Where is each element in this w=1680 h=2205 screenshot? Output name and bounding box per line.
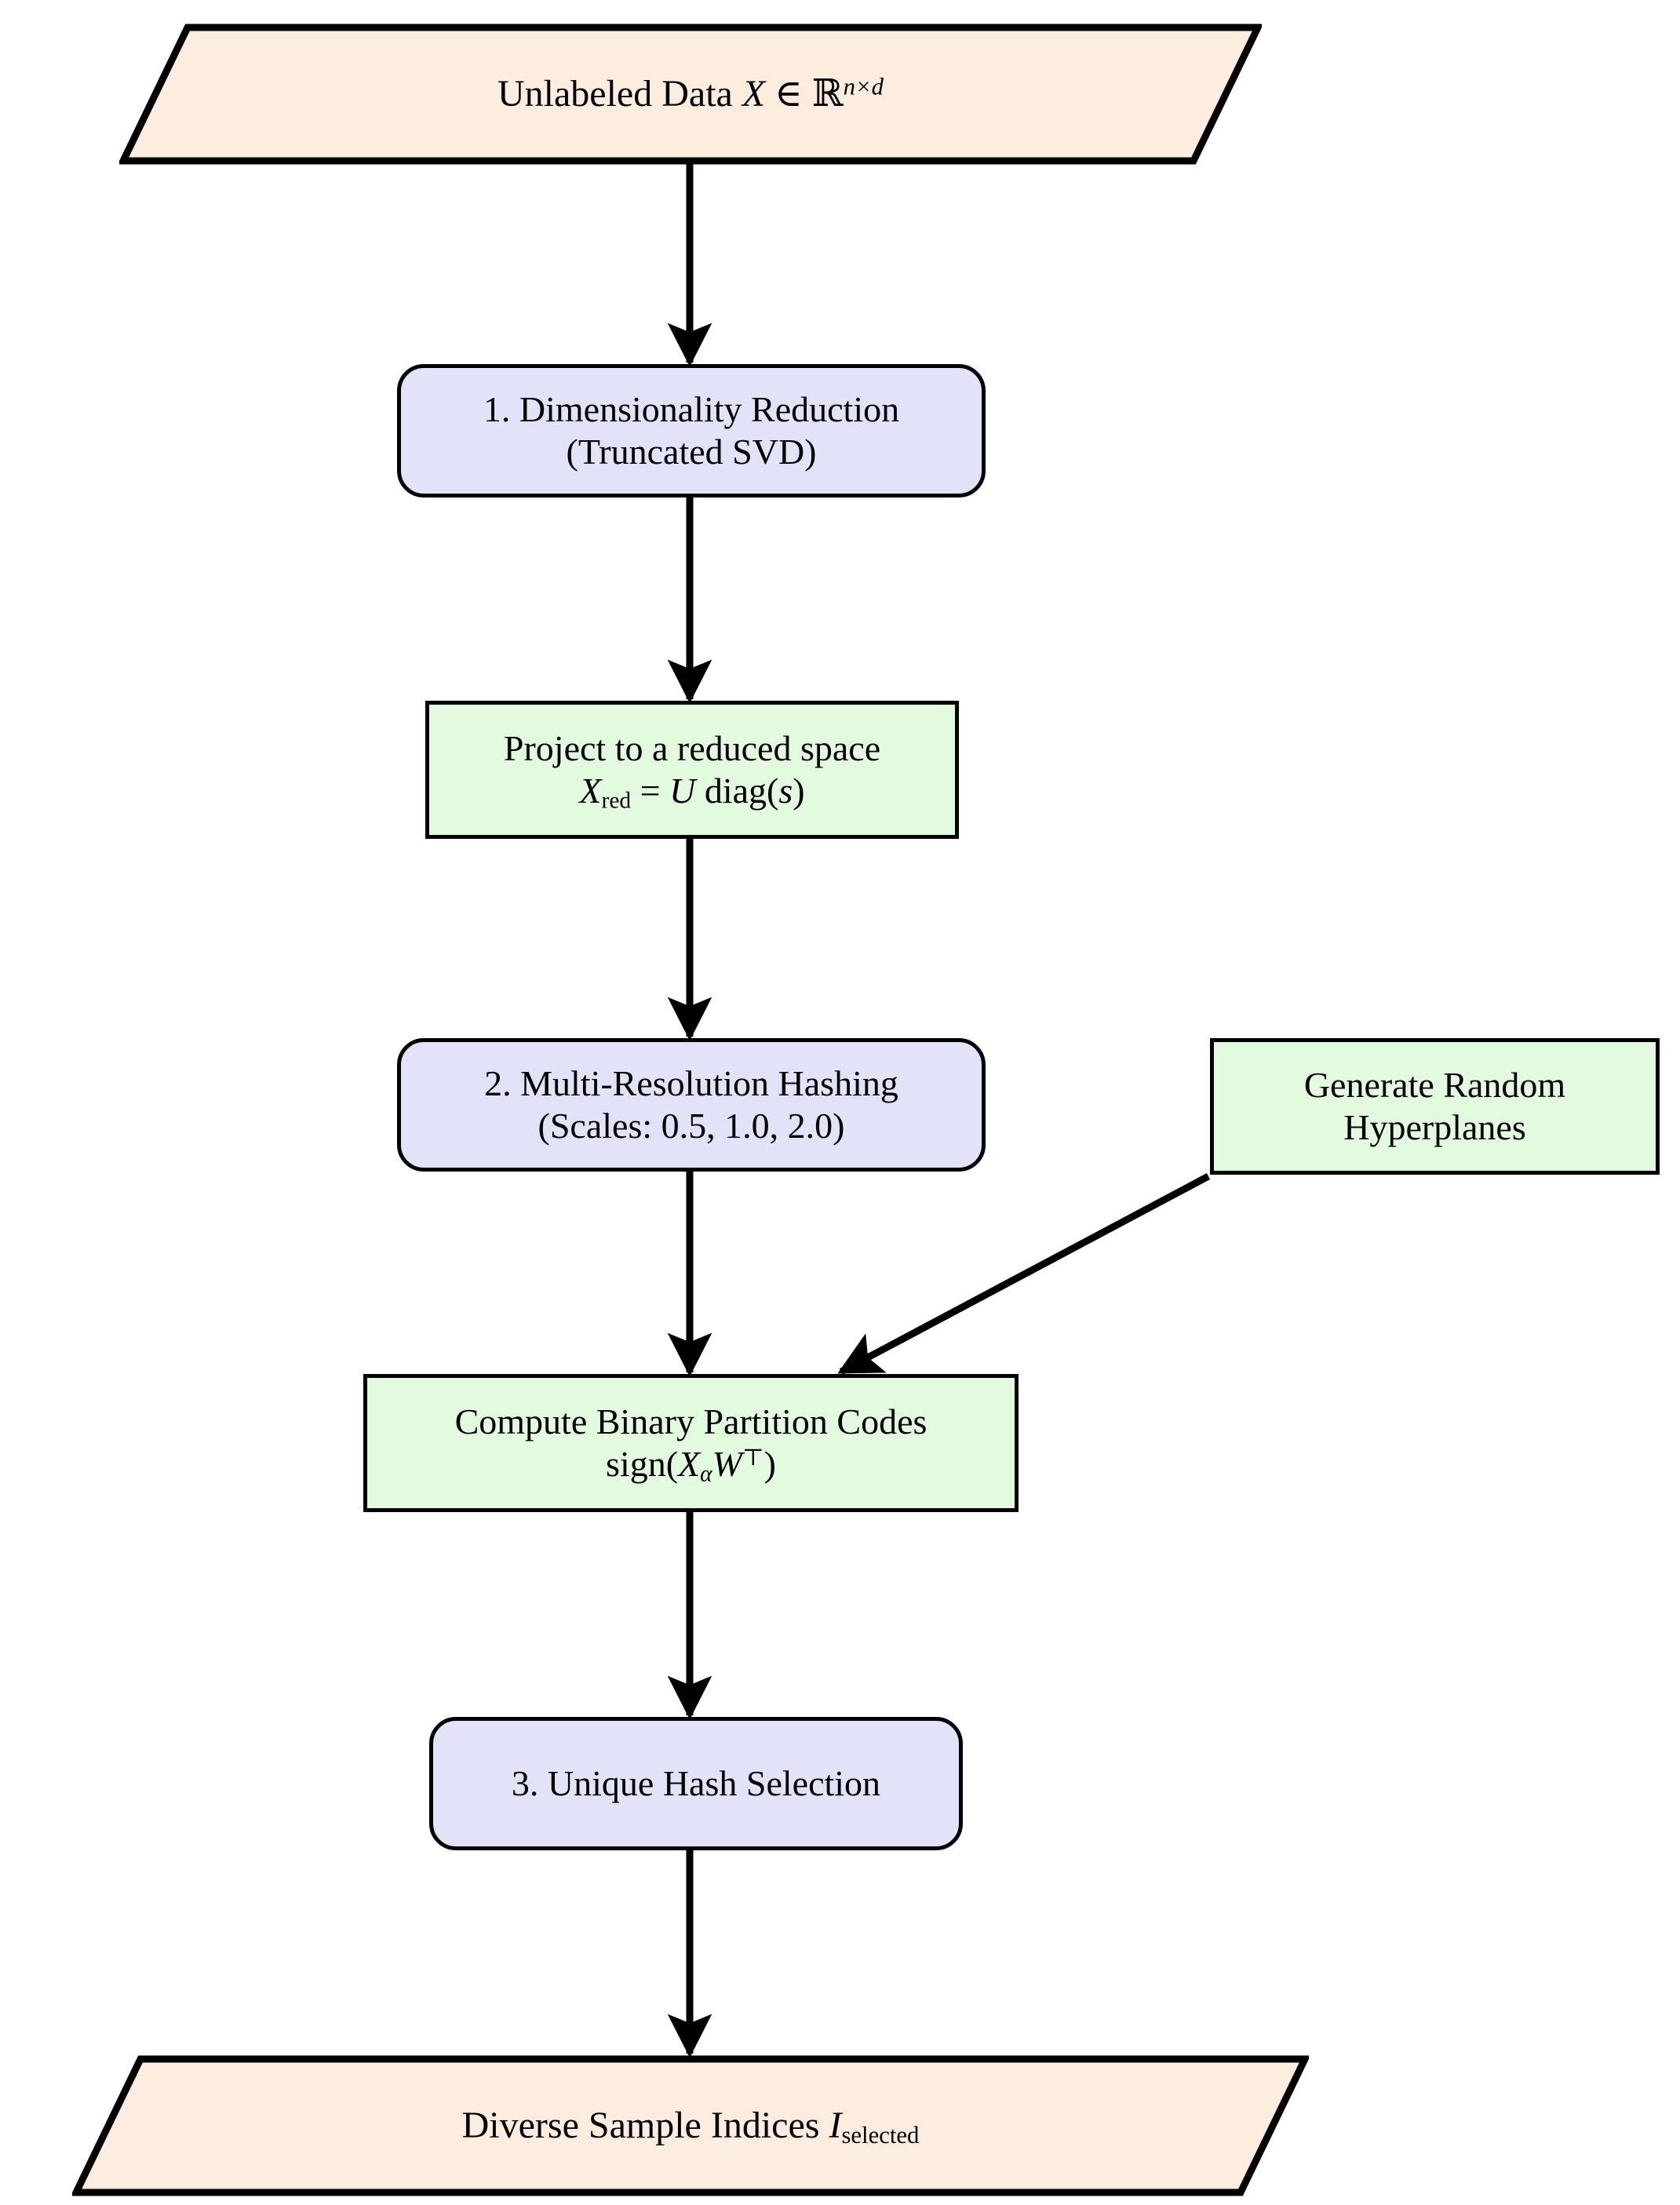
node-generate-random-hyperplanes[interactable]: Generate Random Hyperplanes: [1210, 1038, 1660, 1175]
hyperplanes-line-2: Hyperplanes: [1343, 1107, 1526, 1147]
partition-formula-x: X: [678, 1444, 701, 1484]
node-step-3-unique-hash-selection[interactable]: 3. Unique Hash Selection: [429, 1717, 963, 1850]
output-indices-prefix: Diverse Sample Indices: [461, 2104, 829, 2146]
step-2-line-1: 2. Multi-Resolution Hashing: [484, 1062, 898, 1103]
node-output-indices[interactable]: Diverse Sample Indices Iselected: [72, 2055, 1309, 2196]
edge-hyperplanes-to-partition-codes: [837, 1173, 1211, 1375]
project-formula-u: U: [669, 771, 696, 811]
output-indices-var: I: [829, 2104, 842, 2146]
node-input-data-label: Unlabeled Data X ∈ ℝn×d: [497, 71, 884, 117]
input-data-var: X: [742, 73, 766, 115]
step-1-line-2: (Truncated SVD): [566, 432, 817, 472]
project-formula: Xred = U diag(s): [579, 770, 804, 812]
node-step-1-dimensionality-reduction[interactable]: 1. Dimensionality Reduction (Truncated S…: [397, 364, 986, 497]
partition-formula-close: ): [763, 1444, 776, 1484]
input-data-prefix: Unlabeled Data: [497, 73, 742, 115]
step-3-line-1: 3. Unique Hash Selection: [511, 1762, 881, 1803]
step-2-line-2: (Scales: 0.5, 1.0, 2.0): [538, 1106, 845, 1146]
project-line-1: Project to a reduced space: [503, 727, 881, 768]
project-formula-sub: red: [601, 788, 632, 814]
partition-formula-sub: α: [700, 1461, 712, 1487]
parallelogram-shape-input: [119, 24, 1262, 165]
project-formula-eq: =: [631, 771, 670, 811]
project-formula-diag: diag(: [695, 771, 779, 811]
input-data-exponent: n×d: [843, 73, 884, 100]
input-data-set: ℝ: [811, 71, 844, 116]
hyperplanes-line-1: Generate Random: [1303, 1064, 1566, 1105]
partition-codes-line-1: Compute Binary Partition Codes: [454, 1401, 927, 1441]
output-indices-sub: selected: [841, 2121, 920, 2149]
node-compute-binary-partition-codes[interactable]: Compute Binary Partition Codes sign(XαW⊤…: [363, 1374, 1019, 1512]
project-formula-close: ): [793, 771, 805, 811]
node-output-indices-label: Diverse Sample Indices Iselected: [462, 2104, 920, 2149]
partition-formula-w: W: [712, 1444, 742, 1484]
partition-formula-sign: sign(: [606, 1444, 679, 1484]
project-formula-s: s: [778, 771, 793, 811]
partition-codes-formula: sign(XαW⊤): [606, 1443, 776, 1485]
project-formula-x: X: [579, 771, 602, 811]
node-project-reduced-space[interactable]: Project to a reduced space Xred = U diag…: [425, 701, 959, 839]
parallelogram-shape-output: [72, 2055, 1309, 2196]
input-data-member: ∈: [765, 73, 812, 115]
node-input-data[interactable]: Unlabeled Data X ∈ ℝn×d: [119, 24, 1262, 165]
step-1-line-1: 1. Dimensionality Reduction: [483, 388, 900, 429]
partition-formula-sup: ⊤: [742, 1445, 764, 1471]
node-step-2-multi-resolution-hashing[interactable]: 2. Multi-Resolution Hashing (Scales: 0.5…: [397, 1038, 986, 1172]
